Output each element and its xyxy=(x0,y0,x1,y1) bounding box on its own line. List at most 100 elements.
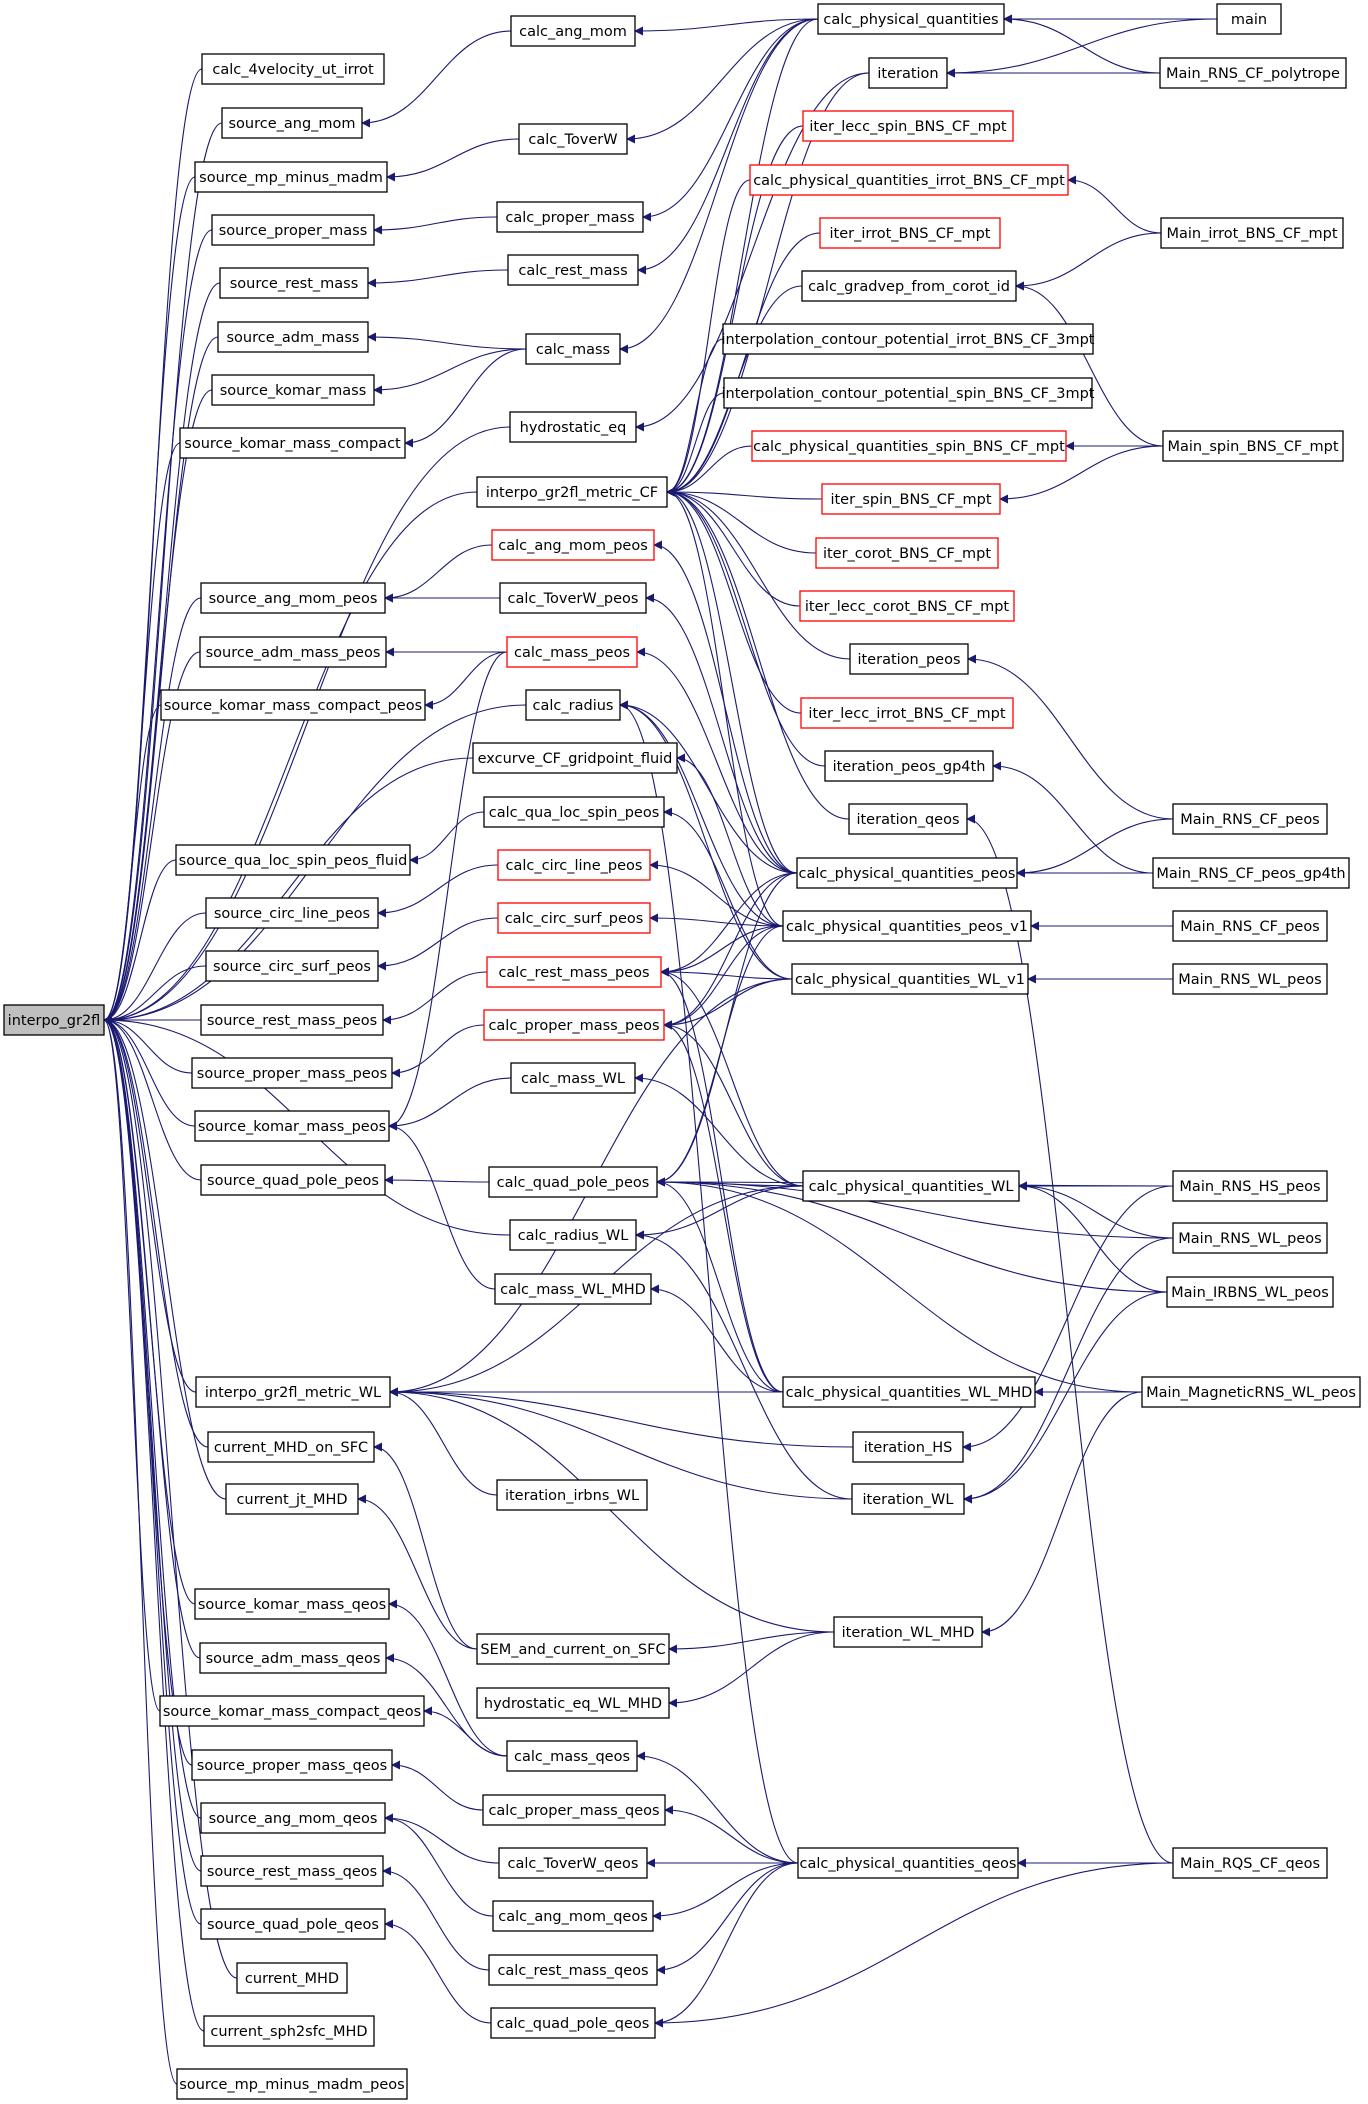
node-calc-physical-quantities[interactable]: calc_physical_quantities xyxy=(817,3,1005,35)
node-calc-radius[interactable]: calc_radius xyxy=(525,689,621,721)
node-source-komar-mass-compact[interactable]: source_komar_mass_compact xyxy=(179,427,406,459)
node-iter-irrot-bns-cf-mpt[interactable]: iter_irrot_BNS_CF_mpt xyxy=(819,217,1001,249)
node-main-rns-cf-peos-gp4th[interactable]: Main_RNS_CF_peos_gp4th xyxy=(1152,857,1350,889)
node-source-adm-mass[interactable]: source_adm_mass xyxy=(217,321,369,353)
node-main-spin-bns-cf-mpt[interactable]: Main_spin_BNS_CF_mpt xyxy=(1162,430,1344,462)
node-iteration-qeos[interactable]: iteration_qeos xyxy=(848,803,968,835)
node-calc-mass[interactable]: calc_mass xyxy=(525,333,621,365)
node-calc-mass-wl-mhd[interactable]: calc_mass_WL_MHD xyxy=(494,1273,652,1305)
node-calc-physical-quantities-qeos[interactable]: calc_physical_quantities_qeos xyxy=(797,1847,1019,1879)
node-calc-rest-mass-qeos[interactable]: calc_rest_mass_qeos xyxy=(488,1954,658,1986)
node-main-magneticrns-wl-peos[interactable]: Main_MagneticRNS_WL_peos xyxy=(1141,1376,1361,1408)
node-main[interactable]: main xyxy=(1216,3,1282,35)
node-iteration-wl[interactable]: iteration_WL xyxy=(851,1483,965,1515)
node-main-rns-hs-peos[interactable]: Main_RNS_HS_peos xyxy=(1172,1170,1328,1202)
node-main-rns-cf-polytrope[interactable]: Main_RNS_CF_polytrope xyxy=(1159,57,1347,89)
node-source-komar-mass-peos[interactable]: source_komar_mass_peos xyxy=(194,1110,390,1142)
node-interpolation-contour-potential-irrot-bns-cf-3mpt[interactable]: interpolation_contour_potential_irrot_BN… xyxy=(722,323,1095,355)
node-calc-t-verw[interactable]: calc_ToverW xyxy=(518,123,628,155)
node-calc-ang-mom-peos[interactable]: calc_ang_mom_peos xyxy=(491,529,655,561)
node-interpo-gr2fl-metric-wl[interactable]: interpo_gr2fl_metric_WL xyxy=(195,1376,391,1408)
node-iter-lecc-spin-bns-cf-mpt[interactable]: iter_lecc_spin_BNS_CF_mpt xyxy=(802,110,1014,142)
node-iter-lecc-corot-bns-cf-mpt[interactable]: iter_lecc_corot_BNS_CF_mpt xyxy=(799,590,1015,622)
node-main-rns-wl-peos[interactable]: Main_RNS_WL_peos xyxy=(1172,963,1328,995)
node-source-komar-mass-compact-peos[interactable]: source_komar_mass_compact_peos xyxy=(160,689,426,721)
node-calc-quad-pole-peos[interactable]: calc_quad_pole_peos xyxy=(488,1166,658,1198)
node-calc-radius-wl[interactable]: calc_radius_WL xyxy=(509,1219,637,1251)
node-calc-4velocity-ut-irrot[interactable]: calc_4velocity_ut_irrot xyxy=(201,53,385,85)
node-calc-physical-quantities-wl-mhd[interactable]: calc_physical_quantities_WL_MHD xyxy=(782,1376,1036,1408)
node-sem-and-current-on-sfc[interactable]: SEM_and_current_on_SFC xyxy=(476,1633,670,1665)
node-calc-toverw-qeos[interactable]: calc_ToverW_qeos xyxy=(498,1847,648,1879)
node-interpo-gr2fl[interactable]: interpo_gr2fl xyxy=(3,1004,105,1036)
node-calc-mass-qeos[interactable]: calc_mass_qeos xyxy=(506,1740,638,1772)
node-calc-toverw-peos[interactable]: calc_ToverW_peos xyxy=(499,582,647,614)
node-source-ang-mom-qeos[interactable]: source_ang_mom_qeos xyxy=(200,1802,386,1834)
node-source-rest-mass-qeos[interactable]: source_rest_mass_qeos xyxy=(200,1855,384,1887)
node-source-ang-mom-peos[interactable]: source_ang_mom_peos xyxy=(200,582,386,614)
node-main-rns-cf-peos-2[interactable]: Main_RNS_CF_peos xyxy=(1172,910,1328,942)
node-source-adm-mass-peos[interactable]: source_adm_mass_peos xyxy=(199,636,387,668)
node-calc-physical-quantities-wl[interactable]: calc_physical_quantities_WL xyxy=(802,1170,1020,1202)
node-calc-qua-loc-spin-peos[interactable]: calc_qua_loc_spin_peos xyxy=(483,796,665,828)
node-iteration-irbns-wl[interactable]: iteration_irbns_WL xyxy=(496,1479,648,1511)
node-current-mhd-on-sfc[interactable]: current_MHD_on_SFC xyxy=(207,1431,375,1463)
node-main-irrot-bns-cf-mpt[interactable]: Main_irrot_BNS_CF_mpt xyxy=(1160,217,1344,249)
node-source-komar-mass[interactable]: source_komar_mass xyxy=(211,374,375,406)
node-main-rqs-cf-qeos[interactable]: Main_RQS_CF_qeos xyxy=(1172,1847,1328,1879)
node-current-jt-mhd[interactable]: current_jt_MHD xyxy=(225,1483,359,1515)
node-calc-proper-mass-peos[interactable]: calc_proper_mass_peos xyxy=(483,1009,665,1041)
node-source-proper-mass-peos[interactable]: source_proper_mass_peos xyxy=(191,1057,393,1089)
node-source-ang-mom[interactable]: source_ang_mom xyxy=(221,107,363,139)
node-source-circ-surf-peos[interactable]: source_circ_surf_peos xyxy=(205,950,379,982)
node-current-sph2sfc-mhd[interactable]: current_sph2sfc_MHD xyxy=(203,2015,375,2047)
node-main-rns-cf-peos[interactable]: Main_RNS_CF_peos xyxy=(1172,803,1328,835)
node-source-komar-mass-compact-qeos[interactable]: source_komar_mass_compact_qeos xyxy=(159,1695,425,1727)
node-calc-physical-quantities-spin-bns-cf-mpt[interactable]: calc_physical_quantities_spin_BNS_CF_mpt xyxy=(751,430,1067,462)
node-source-rest-mass-peos[interactable]: source_rest_mass_peos xyxy=(200,1004,384,1036)
node-interpo-gr2fl-metric-cf[interactable]: interpo_gr2fl_metric_CF xyxy=(476,476,668,508)
node-calc-circ-surf-peos[interactable]: calc_circ_surf_peos xyxy=(497,902,651,934)
node-main-rns-wl-peos-2[interactable]: Main_RNS_WL_peos xyxy=(1172,1222,1328,1254)
node-calc-gradvep-from-corot-id[interactable]: calc_gradvep_from_corot_id xyxy=(801,270,1017,302)
node-calc-ang-mom[interactable]: calc_ang_mom xyxy=(510,15,636,47)
node-calc-proper-mass-qeos[interactable]: calc_proper_mass_qeos xyxy=(482,1794,666,1826)
node-iteration-wl-mhd[interactable]: iteration_WL_MHD xyxy=(833,1616,983,1648)
node-calc-proper-mass[interactable]: calc_proper_mass xyxy=(496,201,644,233)
node-source-quad-pole-peos[interactable]: source_quad_pole_peos xyxy=(200,1164,386,1196)
node-source-qua-loc-spin-peos-fluid[interactable]: source_qua_loc_spin_peos_fluid xyxy=(175,844,411,876)
node-source-mp-minus-madm-peos[interactable]: source_mp_minus_madm_peos xyxy=(176,2068,408,2100)
node-hydrostatic-eq[interactable]: hydrostatic_eq xyxy=(509,411,637,443)
node-excurve-cf-gridpoint-fluid[interactable]: excurve_CF_gridpoint_fluid xyxy=(472,742,678,774)
node-iteration-peos[interactable]: iteration_peos xyxy=(849,643,969,675)
node-iteration-hs[interactable]: iteration_HS xyxy=(852,1431,964,1463)
node-iter-corot-bns-cf-mpt[interactable]: iter_corot_BNS_CF_mpt xyxy=(815,537,999,569)
node-calc-physical-quantities-peos[interactable]: calc_physical_quantities_peos xyxy=(796,857,1018,889)
node-current-mhd[interactable]: current_MHD xyxy=(236,1962,348,1994)
node-calc-ang-mom-qeos[interactable]: calc_ang_mom_qeos xyxy=(492,1900,654,1932)
node-iter-spin-bns-cf-mpt[interactable]: iter_spin_BNS_CF_mpt xyxy=(821,483,1001,515)
node-calc-quad-pole-qeos[interactable]: calc_quad_pole_qeos xyxy=(490,2007,656,2039)
node-iteration[interactable]: iteration xyxy=(868,57,948,89)
node-source-proper-mass[interactable]: source_proper_mass xyxy=(211,214,375,246)
node-iteration-peos-gp4th[interactable]: iteration_peos_gp4th xyxy=(824,750,994,782)
node-calc-physical-quantities-wl-v1[interactable]: calc_physical_quantities_WL_v1 xyxy=(791,963,1029,995)
node-calc-mass-peos[interactable]: calc_mass_peos xyxy=(506,636,638,668)
node-calc-rest-mass[interactable]: calc_rest_mass xyxy=(507,254,639,286)
node-calc-physical-quantities-irrot-bns-cf-mpt[interactable]: calc_physical_quantities_irrot_BNS_CF_mp… xyxy=(749,164,1069,196)
node-source-circ-line-peos[interactable]: source_circ_line_peos xyxy=(205,897,379,929)
node-hydrostatic-eq-wl-mhd[interactable]: hydrostatic_eq_WL_MHD xyxy=(476,1687,670,1719)
node-source-proper-mass-qeos[interactable]: source_proper_mass_qeos xyxy=(191,1749,393,1781)
node-calc-physical-quantities-peos-v1[interactable]: calc_physical_quantities_peos_v1 xyxy=(782,910,1032,942)
node-iter-lecc-irrot-bns-cf-mpt[interactable]: iter_lecc_irrot_BNS_CF_mpt xyxy=(800,697,1014,729)
node-main-irbns-wl-peos[interactable]: Main_IRBNS_WL_peos xyxy=(1166,1276,1334,1308)
node-source-mp-minus-madm[interactable]: source_mp_minus_madm xyxy=(194,161,388,193)
node-source-quad-pole-qeos[interactable]: source_quad_pole_qeos xyxy=(200,1908,386,1940)
node-source-komar-mass-qeos[interactable]: source_komar_mass_qeos xyxy=(194,1588,390,1620)
node-calc-rest-mass-peos[interactable]: calc_rest_mass_peos xyxy=(486,956,662,988)
node-interpolation-contour-potential-spin-bns-cf-3mpt[interactable]: interpolation_contour_potential_spin_BNS… xyxy=(722,377,1095,409)
node-source-adm-mass-qeos[interactable]: source_adm_mass_qeos xyxy=(199,1642,387,1674)
node-source-rest-mass[interactable]: source_rest_mass xyxy=(219,267,369,299)
node-calc-circ-line-peos[interactable]: calc_circ_line_peos xyxy=(497,849,651,881)
node-calc-mass-wl[interactable]: calc_mass_WL xyxy=(510,1062,636,1094)
